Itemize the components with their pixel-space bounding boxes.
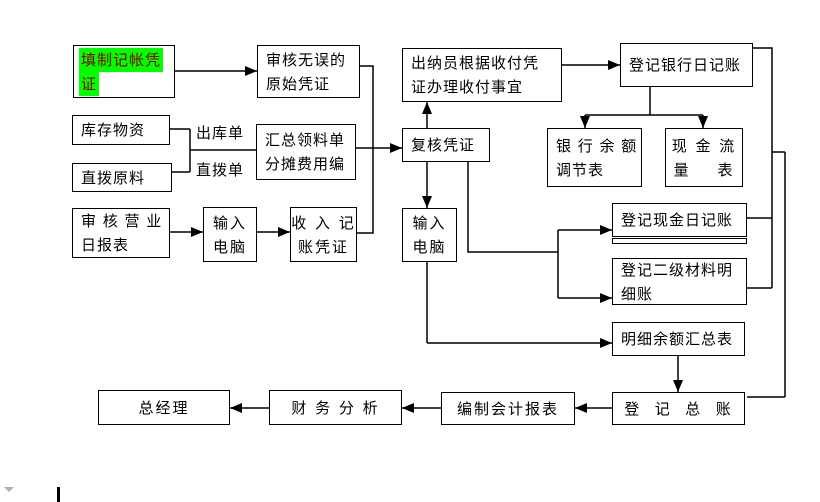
node-label: 电脑 [212, 237, 247, 256]
audit-to-income-link [357, 65, 374, 234]
node-audit-original: 审核无误的 原始凭证 [257, 45, 360, 98]
node-label: 输入 [412, 214, 447, 232]
node-bank-reconciliation: 银 行 余 额 调节表 [547, 128, 642, 187]
node-prepare-reports: 编制会计报表 [441, 392, 575, 425]
node-label: 量 表 [673, 160, 735, 179]
node-label: 填制记帐凭 [79, 47, 164, 72]
node-label: 编制会计报表 [456, 399, 559, 418]
node-label: 分摊费用编 [265, 155, 346, 173]
node-label: 证办理收付事宜 [411, 78, 524, 96]
node-label: 现 金 流 [671, 136, 737, 155]
node-label: 原始凭证 [266, 74, 331, 93]
right-trunk-top [753, 47, 773, 288]
node-label: 直拨原料 [81, 168, 146, 187]
node-detail-balance-summary: 明细余额汇总表 [612, 322, 745, 356]
node-label: 电脑 [412, 238, 447, 256]
node-label: 银 行 余 额 [556, 136, 638, 155]
node-label: 审核无误的 [266, 50, 347, 69]
node-label: 输入 [212, 213, 247, 232]
triangle-down-icon [4, 487, 14, 492]
node-inventory: 库存物资 [72, 115, 170, 145]
node-input-computer-mid: 输入 电脑 [402, 208, 457, 262]
node-label: 账凭证 [297, 237, 349, 256]
node-label: 登记现金日记账 [621, 211, 734, 229]
node-label: 登 记 总 账 [624, 399, 733, 418]
node-financial-analysis: 财 务 分 析 [269, 390, 402, 425]
node-cash-flow: 现 金 流 量 表 [665, 128, 743, 187]
edge-label-direct: 直拨单 [196, 161, 245, 179]
node-fill-voucher: 填制记帐凭 证 [73, 45, 175, 98]
node-label: 登记银行日记账 [629, 56, 742, 74]
node-register-material-ledger: 登记二级材料明 细账 [612, 258, 747, 305]
node-label: 审 核 营 业 [81, 212, 163, 230]
node-review-voucher: 复核凭证 [402, 128, 490, 162]
node-label: 日报表 [81, 236, 130, 254]
node-label: 细账 [621, 284, 654, 303]
node-direct-material: 直拨原料 [72, 163, 172, 192]
node-label: 总经理 [138, 398, 190, 417]
node-label: 财 务 分 析 [291, 398, 380, 417]
node-label: 登记二级材料明 [621, 260, 734, 279]
cash-journal-underline [612, 238, 747, 244]
edge-label-outbound: 出库单 [196, 124, 245, 142]
text-cursor [57, 487, 60, 502]
review-branch-stem [467, 162, 558, 253]
node-label: 出纳员根据收付凭 [411, 54, 540, 72]
node-register-bank-journal: 登记银行日记账 [620, 43, 753, 87]
node-label: 调节表 [556, 160, 605, 179]
node-label: 汇总领料单 [265, 131, 346, 149]
node-summary-requisition: 汇总领料单 分摊费用编 [256, 124, 356, 180]
node-label: 复核凭证 [411, 136, 476, 154]
node-input-computer-left: 输入 电脑 [203, 207, 257, 262]
node-general-manager: 总经理 [98, 390, 230, 425]
node-audit-daily-report: 审 核 营 业 日报表 [72, 208, 170, 258]
node-label: 证 [79, 71, 100, 96]
node-label: 明细余额汇总表 [621, 330, 734, 348]
node-income-voucher: 收 入 记 账凭证 [290, 207, 357, 262]
node-register-cash-journal: 登记现金日记账 [612, 203, 747, 237]
node-label: 收 入 记 [291, 213, 356, 232]
node-register-general-ledger: 登 记 总 账 [612, 392, 745, 425]
node-cashier: 出纳员根据收付凭 证办理收付事宜 [402, 48, 562, 102]
node-label: 库存物资 [81, 121, 146, 139]
